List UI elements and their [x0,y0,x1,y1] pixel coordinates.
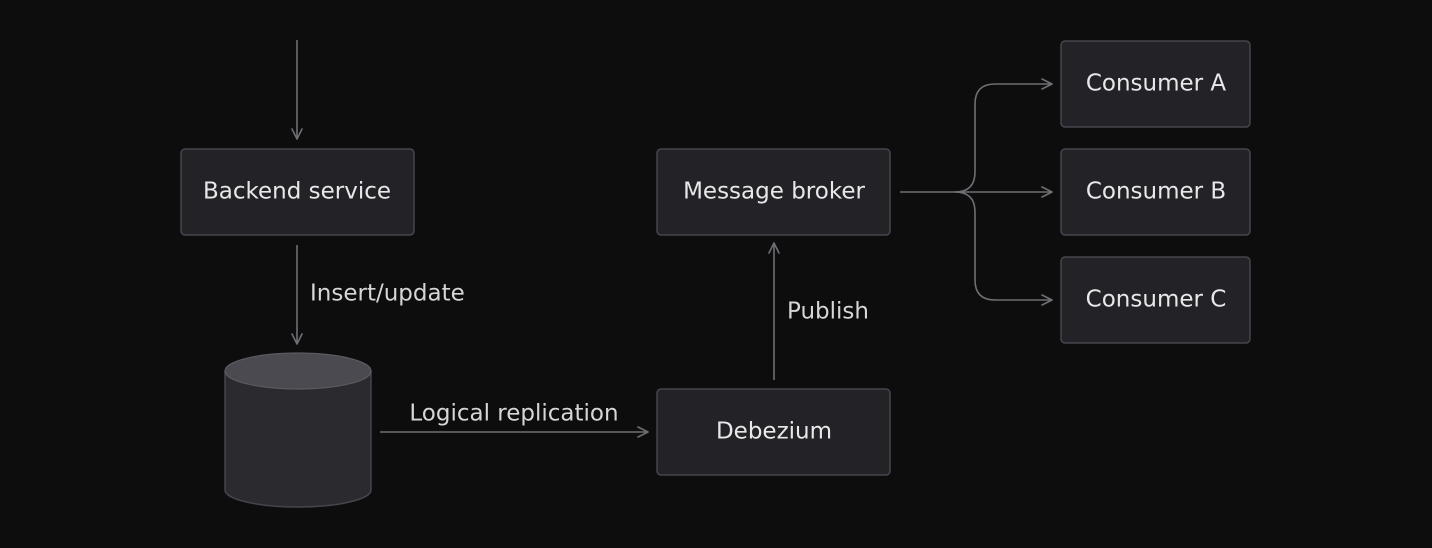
consumer-c-label: Consumer C [1086,287,1227,313]
consumer-a-node: Consumer A [1060,40,1251,128]
message-broker-node: Message broker [656,148,891,236]
consumer-b-box [1060,148,1251,236]
debezium-label: Debezium [716,419,832,445]
broker-to-consumer-c-arrow [954,191,1053,306]
broker-to-consumer-a-arrow [954,78,1053,193]
message-broker-label: Message broker [683,179,865,205]
consumer-a-label: Consumer A [1086,71,1227,97]
database-body [224,370,372,508]
message-broker-box [656,148,891,236]
consumer-a-box [1060,40,1251,128]
database-top [224,352,372,390]
backend-service-label: Backend service [203,179,391,205]
consumer-c-node: Consumer C [1060,256,1251,344]
consumer-b-label: Consumer B [1086,179,1226,205]
insert-update-label: Insert/update [310,281,465,307]
debezium-box [656,388,891,476]
publish-label: Publish [787,299,869,325]
backend-service-node: Backend service [180,148,415,236]
consumer-c-box [1060,256,1251,344]
debezium-node: Debezium [656,388,891,476]
logical-replication-label: Logical replication [409,401,618,427]
backend-service-box [180,148,415,236]
database-cylinder-icon [224,352,372,508]
consumer-b-node: Consumer B [1060,148,1251,236]
